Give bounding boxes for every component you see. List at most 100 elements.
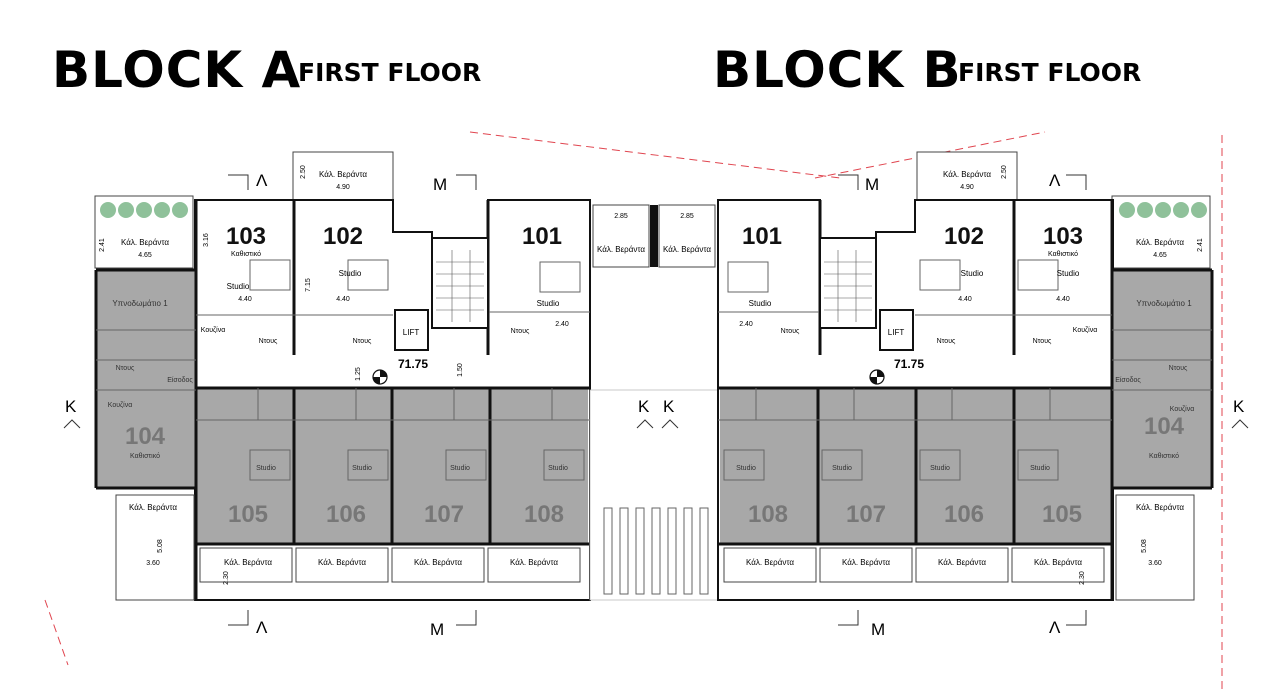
shower-label: Ντους xyxy=(937,338,956,345)
step xyxy=(603,507,613,595)
shower-label: Ντους xyxy=(353,338,372,345)
boundary-line xyxy=(44,599,69,666)
unit-101-dim: 2.40 xyxy=(739,321,753,328)
unit-108-fill xyxy=(720,388,818,544)
unit-104-bedroom: Υπνοδωμάτιο 1 xyxy=(112,299,168,308)
kitchen-label: Κουζίνα xyxy=(201,326,226,334)
section-mark-lambda: Λ xyxy=(1049,618,1061,637)
unit-102-room: Studio xyxy=(961,269,984,278)
veranda-label: Κάλ. Βεράντα xyxy=(938,558,986,567)
veranda-label: Κάλ. Βεράντα xyxy=(224,558,272,567)
corridor-dimension: 1.25 xyxy=(355,367,362,381)
unit-107-fill xyxy=(392,388,490,544)
section-arrow xyxy=(661,419,679,429)
bed-icon xyxy=(347,449,389,481)
plant-icon xyxy=(1191,202,1207,218)
section-line xyxy=(228,610,249,626)
veranda-dimension: 5.08 xyxy=(1141,539,1148,553)
unit-number-103: 103 xyxy=(226,223,266,250)
courtyard xyxy=(589,389,719,601)
unit-105-room: Studio xyxy=(256,465,276,472)
unit-105-room: Studio xyxy=(1030,465,1050,472)
veranda-dimension: 5.08 xyxy=(157,539,164,553)
bottom-verandas: Κάλ. Βεράντα Κάλ. Βεράντα Κάλ. Βεράντα Κ… xyxy=(199,547,581,585)
block-b-floor-label: FIRST FLOOR xyxy=(958,58,1142,87)
unit-102-dim: 4.40 xyxy=(336,296,350,303)
bed-icon xyxy=(249,259,291,291)
bed-icon xyxy=(723,449,765,481)
unit-106-fill xyxy=(294,388,392,544)
bridge-column xyxy=(650,205,658,267)
section-mark-k: K xyxy=(1233,397,1245,416)
step xyxy=(683,507,693,595)
unit-number-102: 102 xyxy=(944,223,984,250)
unit-106-room: Studio xyxy=(930,465,950,472)
veranda-box xyxy=(391,547,485,583)
unit-101-room: Studio xyxy=(537,299,560,308)
plant-icon xyxy=(1173,202,1189,218)
unit-103-sub: Καθιστικό xyxy=(231,250,261,258)
unit-106-room: Studio xyxy=(352,465,372,472)
veranda-dimension: 2.41 xyxy=(99,238,106,252)
veranda-box xyxy=(292,151,394,201)
section-arrow xyxy=(1231,419,1249,429)
bed-icon xyxy=(727,261,769,293)
unit-105-fill xyxy=(1014,388,1112,544)
unit-number-107: 107 xyxy=(846,501,886,528)
bed-icon xyxy=(919,449,961,481)
section-arrow xyxy=(63,419,81,429)
unit-number-108: 108 xyxy=(748,501,788,528)
veranda-box xyxy=(487,547,581,583)
unit-102-room: Studio xyxy=(339,269,362,278)
interior-lines xyxy=(96,259,590,481)
corridor-dimension: 1.50 xyxy=(457,363,464,377)
veranda-label: Κάλ. Βεράντα xyxy=(746,558,794,567)
section-mark-lambda: Λ xyxy=(1049,171,1061,190)
section-mark-lambda: Λ xyxy=(256,618,268,637)
veranda-label: Κάλ. Βεράντα xyxy=(943,170,991,179)
unit-104-room: Καθιστικό xyxy=(1149,452,1179,460)
unit-103-sub: Καθιστικό xyxy=(1048,250,1078,258)
step xyxy=(667,507,677,595)
bridge-veranda xyxy=(658,204,716,268)
unit-number-106: 106 xyxy=(326,501,366,528)
veranda-box xyxy=(1115,494,1195,601)
veranda-dimension: 4.90 xyxy=(960,184,974,191)
veranda-label: Κάλ. Βεράντα xyxy=(129,503,177,512)
unit-108-fill xyxy=(490,388,588,544)
bed-icon xyxy=(1017,449,1059,481)
veranda-box xyxy=(1011,547,1105,583)
step xyxy=(699,507,709,595)
unit-number-103: 103 xyxy=(1043,223,1083,250)
section-line xyxy=(1066,174,1087,190)
unit-101-dim: 2.40 xyxy=(555,321,569,328)
block-a-floor-label: FIRST FLOOR xyxy=(298,58,482,87)
bed-icon xyxy=(821,449,863,481)
unit-107-room: Studio xyxy=(450,465,470,472)
veranda-dimension: 2.85 xyxy=(680,213,694,220)
unit-103-room: Studio xyxy=(1057,269,1080,278)
section-mark-m: M xyxy=(865,175,879,194)
section-line xyxy=(456,174,477,190)
lift-shaft xyxy=(394,309,429,351)
level-value: 71.75 xyxy=(894,357,924,371)
unit-104-kitchen: Κουζίνα xyxy=(1170,405,1195,413)
unit-104-kitchen: Κουζίνα xyxy=(108,401,133,409)
plant-icon xyxy=(172,202,188,218)
shower-label: Ντους xyxy=(1033,338,1052,345)
veranda-dimension: 2.50 xyxy=(1001,165,1008,179)
bed-icon xyxy=(1017,259,1059,291)
unit-104-bedroom: Υπνοδωμάτιο 1 xyxy=(1136,299,1192,308)
unit-104-shower: Ντους xyxy=(116,365,135,372)
veranda-label: Κάλ. Βεράντα xyxy=(318,558,366,567)
veranda-label: Κάλ. Βεράντα xyxy=(597,245,645,254)
unit-number-106: 106 xyxy=(944,501,984,528)
kitchen-label: Κουζίνα xyxy=(1073,326,1098,334)
veranda-label: Κάλ. Βεράντα xyxy=(663,245,711,254)
shower-label: Ντους xyxy=(511,328,530,335)
veranda-dimension: 2.50 xyxy=(300,165,307,179)
veranda-dimension: 3.60 xyxy=(1148,560,1162,567)
plant-icon xyxy=(118,202,134,218)
unit-number-108: 108 xyxy=(524,501,564,528)
section-arrow xyxy=(636,419,654,429)
